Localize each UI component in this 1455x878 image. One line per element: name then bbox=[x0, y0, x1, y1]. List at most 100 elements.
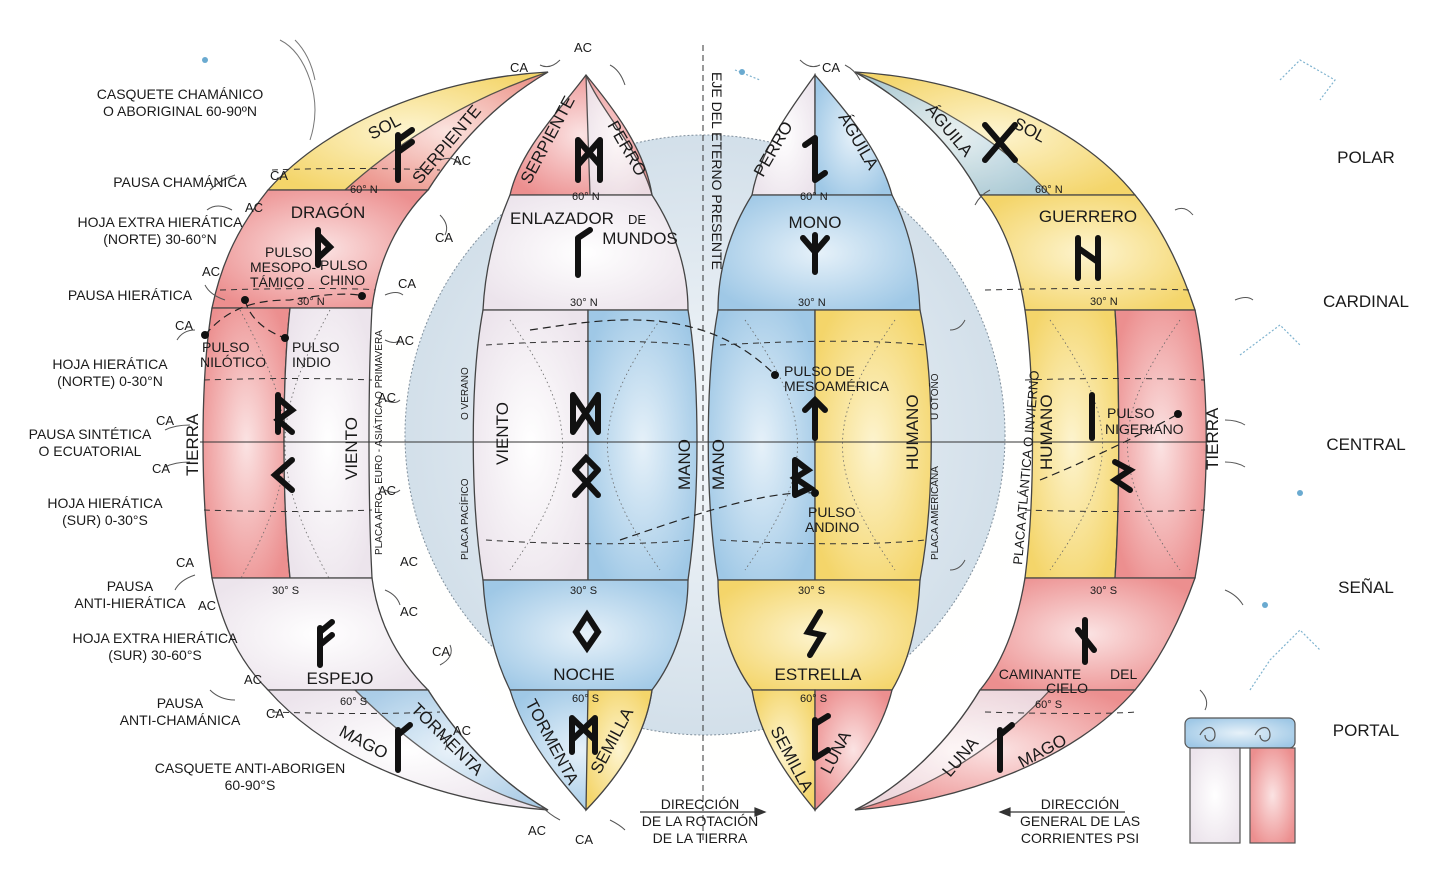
lat-s60-cr: 60° S bbox=[800, 693, 827, 705]
flow-codes: AC CA CA AC CA AC CA AC CA CA AC AC CA C… bbox=[152, 40, 840, 847]
rune-glyphs bbox=[270, 122, 1136, 773]
axis-label: EJE DEL ETERNO PRESENTE bbox=[709, 72, 725, 270]
plate-pacifico-1: PLACA PACÍFICO bbox=[458, 478, 471, 560]
code-ca: CA bbox=[270, 168, 288, 183]
label-hoja-extra-norte: HOJA EXTRA HIERÁTICA(NORTE) 30-60°N bbox=[40, 214, 280, 248]
code-ac: AC bbox=[574, 40, 592, 55]
tribe-mono: MONO bbox=[789, 213, 842, 232]
rune-dagaz-icon bbox=[570, 392, 601, 435]
star-icon bbox=[202, 57, 208, 63]
rune-othala-icon bbox=[572, 453, 601, 498]
pulse-nil-1: PULSO bbox=[202, 339, 250, 355]
label-line: (SUR) 30-60°S bbox=[108, 647, 202, 663]
label-line: PAUSA HIERÁTICA bbox=[67, 287, 193, 303]
tribe-dragon: DRAGÓN bbox=[291, 203, 366, 222]
code-ca: CA bbox=[266, 706, 284, 721]
rune-nauthiz-icon bbox=[1075, 617, 1097, 665]
label-hoja-sur: HOJA HIERÁTICA(SUR) 0-30°S bbox=[0, 495, 225, 529]
lat-n30-cr: 30° N bbox=[798, 297, 826, 309]
code-ca: CA bbox=[152, 461, 170, 476]
pulse-dot-mesopotamico bbox=[241, 296, 249, 304]
tribe-enlazador-2: MUNDOS bbox=[602, 229, 678, 248]
pulse-meso-2: MESOPO- bbox=[250, 259, 316, 275]
label-line: (NORTE) 30-60°N bbox=[103, 231, 217, 247]
lat-s30-cr: 30° S bbox=[798, 585, 825, 597]
code-ca: CA bbox=[822, 60, 840, 75]
rune-hagalaz-icon bbox=[1075, 235, 1101, 281]
star-icon bbox=[739, 69, 745, 75]
lat-n30-center: 30° N bbox=[570, 297, 598, 309]
label-pausa-chamanica: PAUSA CHAMÁNICA bbox=[60, 174, 300, 191]
pulse-dot-nigeriano bbox=[1174, 410, 1182, 418]
rune-mannaz-low-icon bbox=[569, 715, 598, 755]
rotation-caption: DIRECCIÓN DE LA ROTACIÓN DE LA TIERRA bbox=[615, 796, 785, 847]
pulse-meso-1: PULSO bbox=[265, 244, 313, 260]
pulse-dot-mesoamerica bbox=[771, 371, 779, 379]
code-ac: AC bbox=[198, 598, 216, 613]
rune-sowilo-star-icon bbox=[803, 609, 827, 658]
pulse-dot-andino bbox=[811, 489, 819, 497]
lat-n60-left: 60° N bbox=[350, 184, 378, 196]
tribe-tierra-left: TIERRA bbox=[183, 413, 202, 476]
rune-fehu-low-icon bbox=[997, 722, 1015, 773]
tribe-caminante-del: DEL bbox=[1110, 666, 1137, 682]
rune-ansuz-icon bbox=[317, 619, 335, 668]
label-line: HOJA HIERÁTICA bbox=[47, 495, 163, 511]
code-ca: CA bbox=[156, 413, 174, 428]
plate-pacifico-2: O VERANO bbox=[460, 367, 471, 420]
lat-s60-right: 60° S bbox=[1035, 699, 1062, 711]
code-ac: AC bbox=[528, 823, 546, 838]
label-senal: SEÑAL bbox=[1338, 578, 1394, 597]
lat-s60-center: 60° S bbox=[572, 693, 599, 705]
rune-mannaz-icon bbox=[575, 137, 603, 183]
lat-s30-left: 30° S bbox=[272, 585, 299, 597]
latitude-tags: 60° N 60° N 60° N 60° N 30° N 30° N 30° … bbox=[272, 184, 1118, 711]
tribe-enlazador-de: DE bbox=[628, 212, 646, 227]
tribe-guerrero: GUERRERO bbox=[1039, 207, 1137, 226]
tribe-espejo: ESPEJO bbox=[306, 669, 373, 688]
code-ac: AC bbox=[202, 264, 220, 279]
currents-line-2: GENERAL DE LAS bbox=[1019, 813, 1141, 829]
label-pausa-hieratica: PAUSA HIERÁTICA bbox=[10, 287, 250, 304]
pulse-dot-chino bbox=[358, 292, 366, 300]
rune-eihwaz-icon bbox=[802, 135, 828, 183]
pulse-dot-indio bbox=[281, 334, 289, 342]
latitude-lines bbox=[203, 168, 1206, 714]
label-central: CENTRAL bbox=[1326, 435, 1406, 454]
plate-afro: PLACA AFRO - EURO - ASIÁTICA O PRIMAVERA bbox=[372, 330, 385, 555]
pulse-chino-1: PULSO bbox=[320, 257, 368, 273]
pulse-paths bbox=[204, 293, 1179, 541]
code-ca: CA bbox=[575, 832, 593, 847]
lat-n60-right: 60° N bbox=[1035, 184, 1063, 196]
rotation-line-2: DE LA ROTACIÓN bbox=[641, 813, 759, 829]
lat-n30-right: 30° N bbox=[1090, 296, 1118, 308]
label-line: HOJA HIERÁTICA bbox=[52, 356, 168, 372]
currents-caption: DIRECCIÓN GENERAL DE LAS CORRIENTES PSI bbox=[990, 796, 1170, 847]
rune-algiz-icon bbox=[800, 232, 830, 275]
rune-raido-icon bbox=[273, 392, 297, 435]
portal-illustration bbox=[1184, 717, 1296, 844]
rune-berkano-icon bbox=[789, 457, 817, 498]
tribe-humano-center: HUMANO bbox=[903, 394, 922, 470]
code-ac: AC bbox=[244, 672, 262, 687]
label-hoja-extra-sur: HOJA EXTRA HIERÁTICA(SUR) 30-60°S bbox=[35, 630, 275, 664]
currents-line-3: CORRIENTES PSI bbox=[1020, 830, 1140, 846]
label-line: CASQUETE CHAMÁNICO bbox=[96, 86, 264, 102]
code-ca: CA bbox=[176, 555, 194, 570]
code-ca: CA bbox=[432, 644, 450, 659]
lat-s30-center: 30° S bbox=[570, 585, 597, 597]
lat-s60-left: 60° S bbox=[340, 696, 367, 708]
center-left-spindle bbox=[472, 73, 698, 812]
code-ac: AC bbox=[453, 723, 471, 738]
star-icon bbox=[1262, 602, 1268, 608]
tribe-tierra-right: TIERRA bbox=[1203, 407, 1222, 470]
pulse-ind-1: PULSO bbox=[292, 339, 340, 355]
center-right-spindle bbox=[707, 72, 932, 812]
flow-arrows bbox=[164, 59, 1254, 831]
label-line: PAUSA bbox=[106, 578, 154, 594]
